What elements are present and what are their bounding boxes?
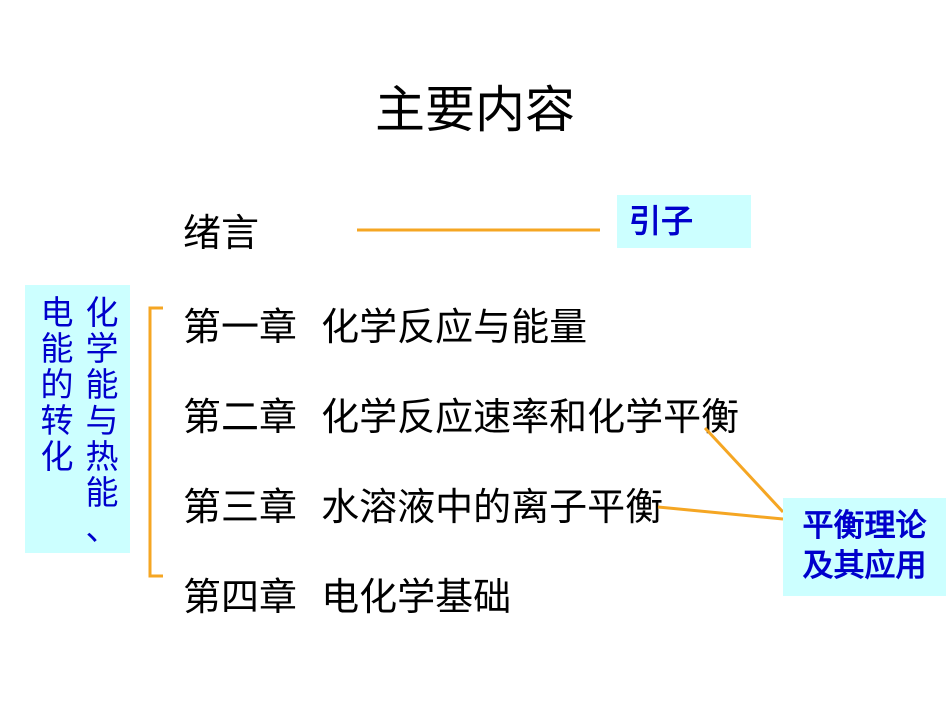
page-title: 主要内容 (375, 81, 575, 139)
char: 学 (85, 329, 119, 368)
char: 能 (85, 365, 119, 404)
char: 转 (40, 401, 74, 440)
equilibrium-line1: 平衡理论 (802, 508, 927, 544)
energy-conversion-box: 化 学 能 与 热 能 、 电 能 的 转 化 (25, 285, 130, 553)
char: 化 (40, 437, 74, 476)
intro-label-box: 引子 (617, 195, 751, 248)
equilibrium-theory-box: 平衡理论 及其应用 (783, 498, 946, 596)
char: 电 (40, 293, 74, 332)
item-chapter-1: 第一章 化学反应与能量 (183, 305, 588, 349)
char: 能 (85, 473, 119, 512)
item-chapter-3: 第三章 水溶液中的离子平衡 (183, 485, 664, 529)
char: 能 (40, 329, 74, 368)
item-intro: 绪言 (183, 211, 260, 255)
equilibrium-line2: 及其应用 (802, 548, 927, 584)
char: 热 (85, 437, 119, 476)
vertical-text-col1: 化 学 能 与 热 能 、 (82, 295, 122, 547)
chapter3-connector-line (657, 505, 784, 521)
chapter-bracket (148, 306, 163, 578)
chapter2-connector-line (703, 426, 785, 514)
char: 化 (85, 293, 119, 332)
char: 与 (85, 401, 119, 440)
char: 的 (40, 365, 74, 404)
vertical-text-col2: 电 能 的 转 化 (37, 295, 77, 475)
item-chapter-4: 第四章 电化学基础 (183, 575, 512, 619)
char: 、 (85, 509, 119, 548)
item-chapter-2: 第二章 化学反应速率和化学平衡 (183, 395, 740, 439)
